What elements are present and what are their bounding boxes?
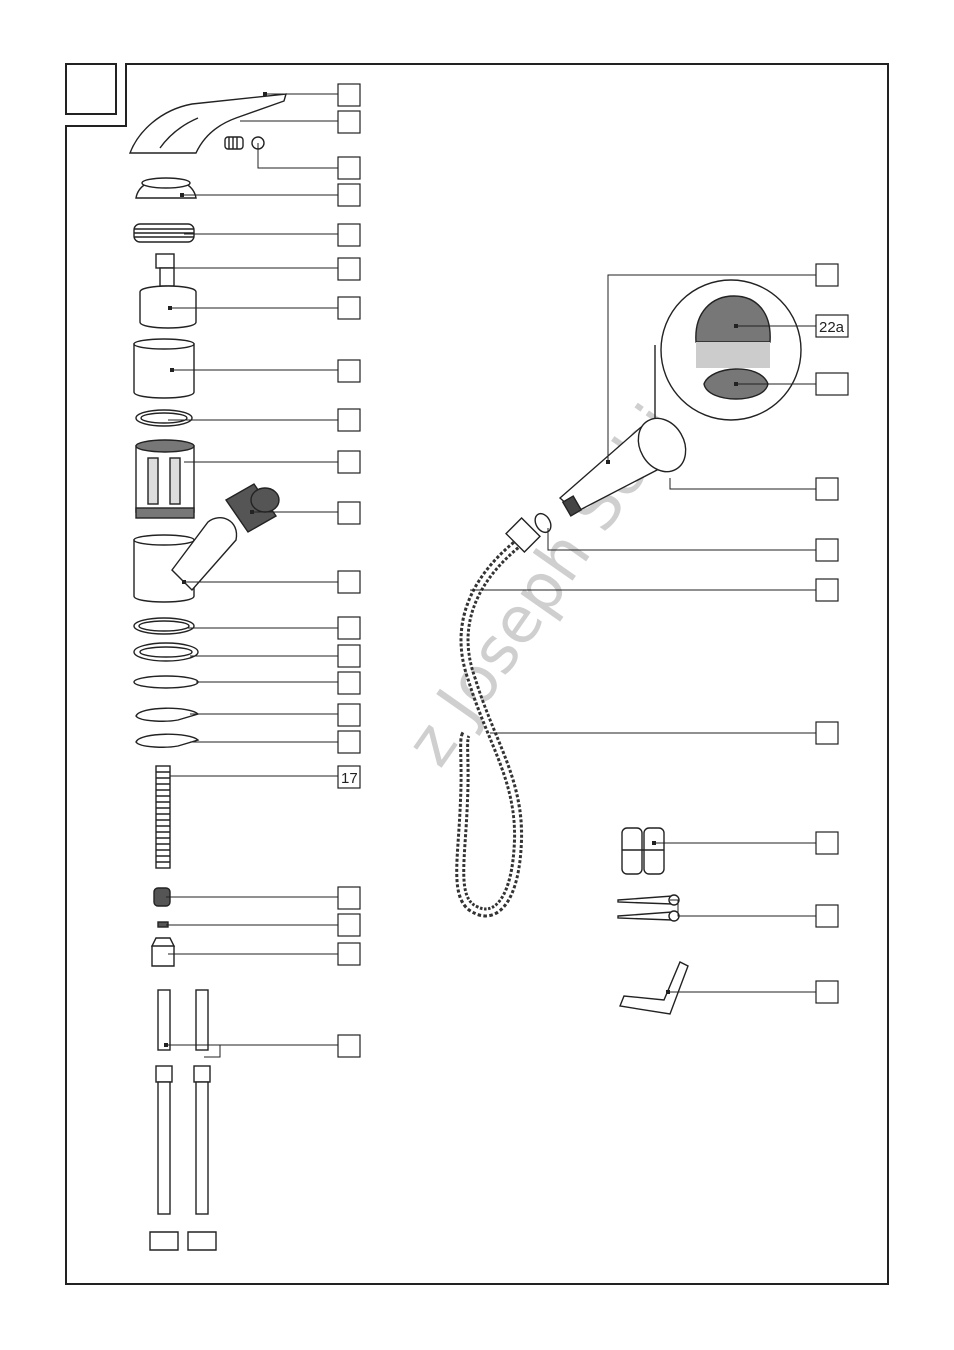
clamp-washer-1 — [135, 707, 200, 722]
screws — [617, 894, 680, 922]
leader-lines-left — [166, 93, 338, 1058]
hex-key — [619, 961, 689, 1015]
leader-dots — [164, 92, 738, 1047]
supply-hose-2 — [187, 989, 217, 1251]
grub-screw — [224, 136, 244, 150]
leader-lines-right — [470, 274, 816, 993]
handle-lever-detail — [159, 117, 199, 149]
label-part-17: 17 — [341, 770, 358, 787]
shower-parts — [455, 279, 802, 1015]
frame-border — [65, 63, 889, 1285]
tap-body — [133, 517, 238, 603]
sleeve — [133, 338, 195, 399]
threaded-rod — [155, 765, 171, 869]
hose-connector — [505, 517, 541, 553]
spout-insert — [224, 483, 280, 533]
diverter-body — [135, 439, 195, 519]
clamp-washer-2 — [135, 733, 200, 748]
supply-hose-1 — [149, 989, 179, 1251]
callout-boxes-left — [337, 83, 361, 1058]
callout-boxes-right — [815, 263, 849, 1004]
tap-parts-column — [128, 93, 287, 1251]
shower-head — [558, 417, 687, 517]
cartridge — [139, 253, 197, 329]
o-ring — [133, 675, 199, 689]
label-part-22a: 22a — [819, 319, 845, 336]
cap-nut — [150, 937, 176, 967]
figure-number-box — [65, 63, 117, 115]
hose-clips — [621, 827, 665, 875]
